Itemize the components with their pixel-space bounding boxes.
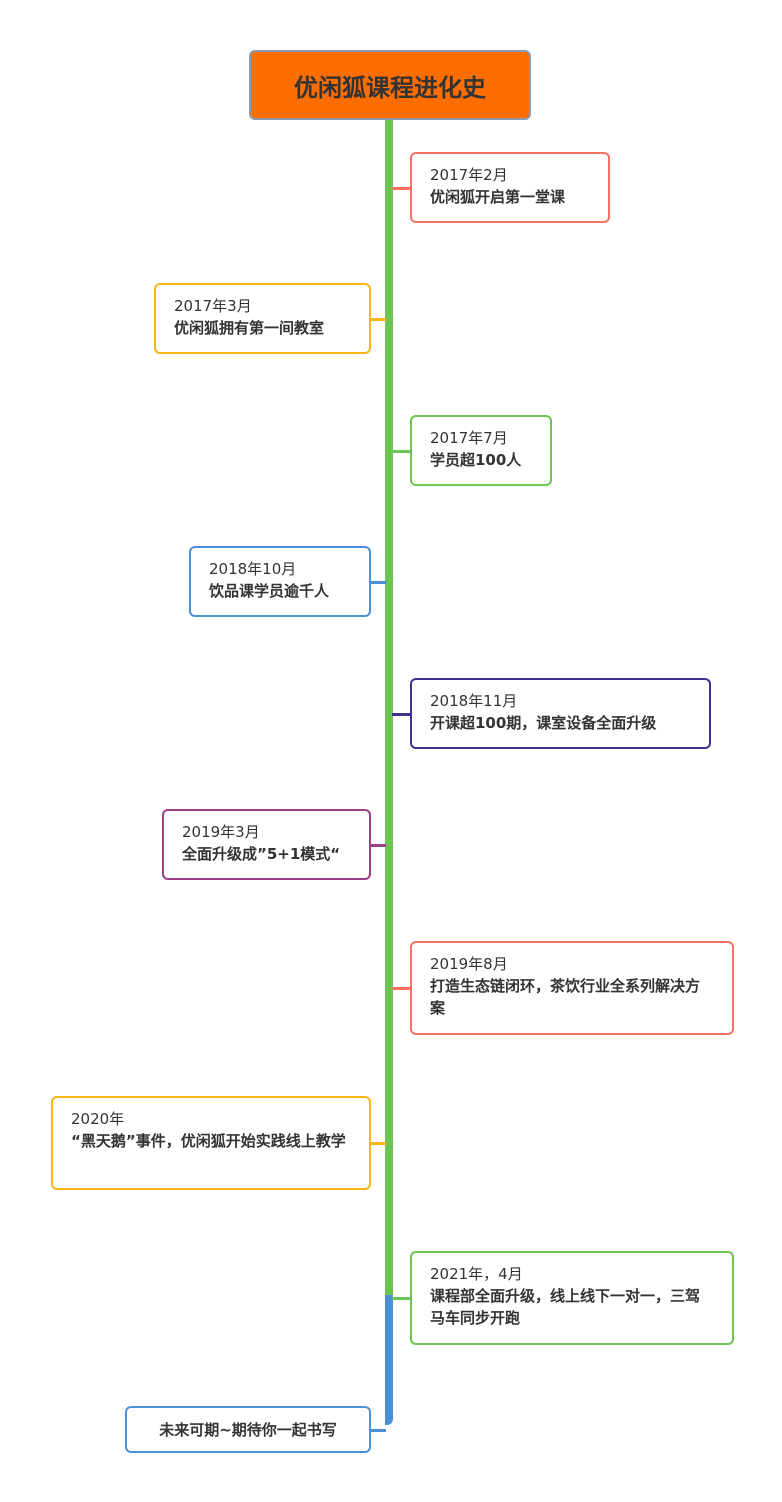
event-connector — [371, 1142, 386, 1145]
event-description: 全面升级成”5+1模式“ — [182, 845, 341, 863]
event-date: 2019年3月 — [182, 823, 260, 841]
event-date: 2018年10月 — [209, 560, 297, 578]
event-connector — [392, 186, 410, 190]
timeline-event-node[interactable]: 2019年3月全面升级成”5+1模式“ — [162, 809, 371, 880]
timeline-event-node[interactable]: 2018年10月饮品课学员逾千人 — [189, 546, 371, 617]
event-connector — [392, 712, 410, 716]
event-connector — [392, 987, 410, 990]
event-connector — [371, 317, 386, 321]
event-date: 2017年3月 — [174, 297, 252, 315]
event-date: 2017年2月 — [430, 166, 508, 184]
event-connector — [371, 843, 386, 847]
event-connector — [392, 1297, 410, 1300]
timeline-event-node[interactable]: 2020年 “黑天鹅”事件，优闲狐开始实践线上教学 — [51, 1096, 371, 1190]
event-description: 学员超100人 — [430, 451, 522, 469]
timeline-trunk — [385, 118, 393, 1298]
event-description: 打造生态链闭环，茶饮行业全系列解决方案 — [430, 977, 701, 1017]
event-connector — [371, 1428, 386, 1432]
timeline-trunk-end — [385, 1295, 393, 1425]
event-description: 优闲狐拥有第一间教室 — [174, 319, 325, 337]
event-date: 2020年 — [71, 1110, 125, 1128]
event-description: 未来可期~期待你一起书写 — [159, 1420, 337, 1439]
event-date: 2019年8月 — [430, 955, 508, 973]
event-date: 2018年11月 — [430, 692, 518, 710]
event-description: “黑天鹅”事件，优闲狐开始实践线上教学 — [71, 1132, 346, 1150]
diagram-title[interactable]: 优闲狐课程进化史 — [249, 50, 531, 120]
event-date: 2021年，4月 — [430, 1265, 523, 1283]
event-date: 2017年7月 — [430, 429, 508, 447]
timeline-event-node[interactable]: 2019年8月打造生态链闭环，茶饮行业全系列解决方案 — [410, 941, 734, 1035]
event-connector — [371, 580, 386, 584]
timeline-event-node[interactable]: 2018年11月开课超100期，课室设备全面升级 — [410, 678, 711, 749]
timeline-event-node[interactable]: 2017年3月优闲狐拥有第一间教室 — [154, 283, 371, 354]
timeline-event-node[interactable]: 2017年7月学员超100人 — [410, 415, 552, 486]
event-description: 优闲狐开启第一堂课 — [430, 188, 566, 206]
event-connector — [392, 449, 410, 453]
event-description: 课程部全面升级，线上线下一对一，三驾马车同步开跑 — [430, 1287, 701, 1327]
timeline-event-node[interactable]: 2021年，4月课程部全面升级，线上线下一对一，三驾马车同步开跑 — [410, 1251, 734, 1345]
event-description: 开课超100期，课室设备全面升级 — [430, 714, 657, 732]
event-description: 饮品课学员逾千人 — [209, 582, 330, 600]
timeline-event-node[interactable]: 2017年2月优闲狐开启第一堂课 — [410, 152, 610, 223]
timeline-event-node[interactable]: 未来可期~期待你一起书写 — [125, 1406, 371, 1453]
